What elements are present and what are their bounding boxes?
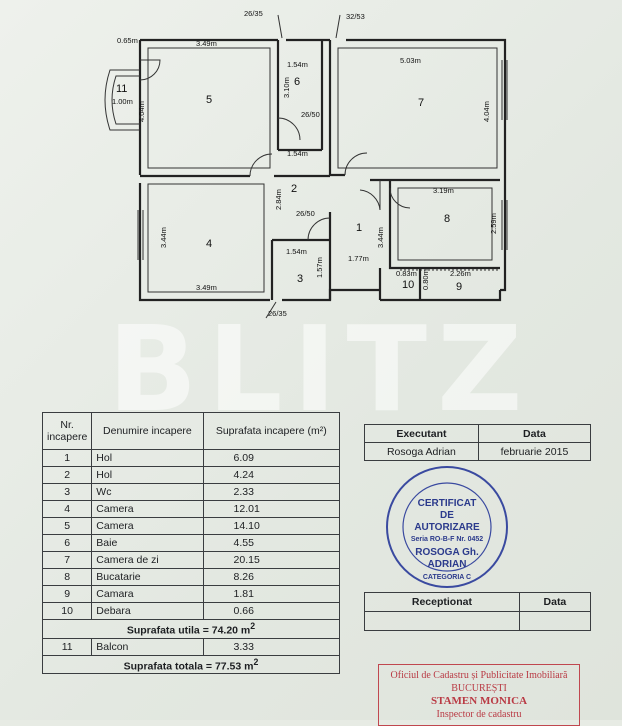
executant-date-header: Data: [477, 424, 592, 443]
dim-label: 3.19m: [433, 186, 454, 195]
dim-label: 2.59m: [489, 213, 498, 234]
receptionat-date-header: Data: [518, 592, 592, 612]
executant-name: Rosoga Adrian: [364, 442, 479, 461]
stamp-line: AUTORIZARE: [414, 522, 480, 533]
dim-label: 2.84m: [274, 189, 283, 210]
stamp-line: CERTIFICAT: [417, 498, 477, 509]
receptionat-date-cell: [518, 611, 592, 631]
stamp-line: ADRIAN: [427, 559, 467, 570]
room-number: 10: [402, 279, 414, 291]
executant-header: Executant: [364, 424, 479, 443]
dim-label: 1.54m: [286, 247, 307, 256]
dim-label: 1.54m: [287, 149, 308, 158]
dim-top-right: 32/53: [346, 12, 365, 21]
dim-label: 4.04m: [482, 101, 491, 122]
stamp-line: CATEGORIA C: [422, 574, 472, 581]
dim-label: 1.00m: [112, 97, 133, 106]
executant-table: Executant Data Rosoga Adrian februarie 2…: [364, 424, 592, 461]
utila-row: Suprafata utila = 74.20 m2: [42, 619, 340, 639]
dim-label: 3.44m: [159, 227, 168, 248]
rooms-table: Nr. incapere Denumire incapere Suprafata…: [41, 412, 341, 674]
header-area: Suprafata incapere (m²): [202, 412, 341, 450]
dim-label: 5.03m: [400, 56, 421, 65]
room-number: 2: [291, 183, 297, 195]
header-nr: Nr. incapere: [41, 412, 93, 450]
totala-row: Suprafata totala = 77.53 m2: [42, 654, 340, 674]
stamp-line: Seria RO-B-F Nr. 0452: [410, 536, 484, 543]
stamp-line: ROSOGA Gh.: [415, 547, 479, 558]
room-number: 8: [444, 213, 450, 225]
dim-label: 3.49m: [196, 283, 217, 292]
utila-total: Suprafata utila = 74.20 m: [126, 624, 251, 637]
room-number: 6: [294, 76, 300, 88]
door-label-2: 26/50: [296, 209, 315, 218]
dim-label: 1.77m: [348, 254, 369, 263]
dim-label: 0.80m: [421, 269, 430, 290]
receptionat-table: Receptionat Data: [364, 592, 592, 631]
room-number: 1: [356, 222, 362, 234]
ocpi-line: Inspector de cadastru: [436, 709, 522, 720]
room-number: 7: [418, 97, 424, 109]
dim-label: 1.54m: [287, 60, 308, 69]
dim-top-left: 26/35: [244, 9, 263, 18]
authorization-stamp: CERTIFICAT DE AUTORIZARE Seria RO-B-F Nr…: [382, 462, 512, 592]
dim-label: 3.44m: [376, 227, 385, 248]
ocpi-stamp: Oficiul de Cadastru și Publicitate Imobi…: [378, 664, 580, 726]
room-number: 11: [116, 83, 127, 95]
receptionat-header: Receptionat: [364, 592, 520, 612]
ocpi-line: STAMEN MONICA: [430, 695, 528, 707]
room-number: 9: [456, 281, 462, 293]
totala-total: Suprafata totala = 77.53 m: [123, 660, 254, 672]
receptionat-cell: [364, 611, 520, 631]
room-number: 4: [206, 238, 212, 250]
dim-label: 4.04m: [137, 101, 146, 122]
dim-label: 3.10m: [282, 77, 291, 98]
executant-date: februarie 2015: [477, 442, 592, 461]
dim-label: 3.49m: [196, 39, 217, 48]
stamp-line: DE: [440, 510, 454, 521]
room-number: 5: [206, 94, 212, 106]
header-name: Denumire incapere: [91, 412, 204, 450]
ocpi-line: BUCUREȘTI: [451, 683, 507, 694]
room-number: 3: [297, 273, 303, 285]
dim-label: 0.83m: [396, 269, 417, 278]
dim-bottom: 26/35: [268, 309, 287, 318]
door-label-1: 26/50: [301, 110, 320, 119]
dim-label: 1.57m: [315, 257, 324, 278]
floor-plan: 26/35 32/53 26/35 26/50 26/50 0.65m 3.49…: [104, 9, 508, 319]
dim-label: 0.65m: [117, 36, 138, 45]
dim-label: 2.26m: [450, 269, 471, 278]
ocpi-line: Oficiul de Cadastru și Publicitate Imobi…: [390, 670, 568, 681]
stamp-circle-icon: [386, 466, 508, 588]
